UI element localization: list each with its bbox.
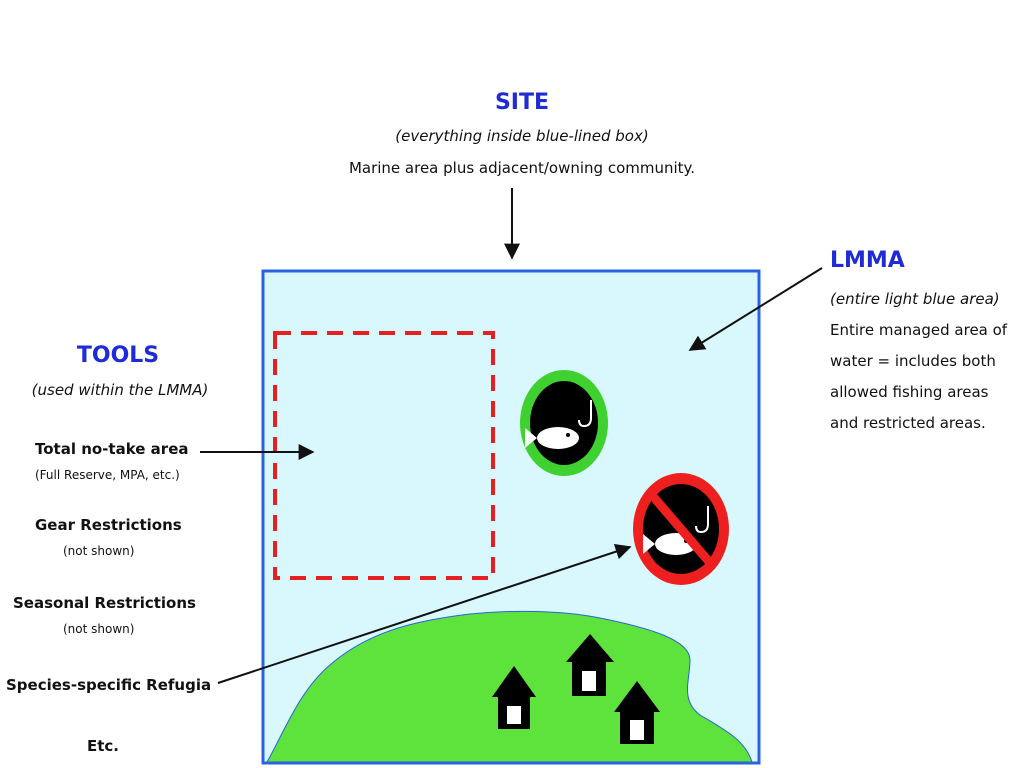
tool-species-refugia: Species-specific Refugia bbox=[6, 676, 212, 694]
tool-seasonal-note: (not shown) bbox=[63, 622, 135, 636]
tools-title: TOOLS bbox=[76, 343, 160, 368]
lmma-description-line: allowed fishing areas bbox=[830, 383, 989, 401]
tool-seasonal-restrictions: Seasonal Restrictions bbox=[13, 594, 196, 612]
house-icon bbox=[492, 666, 536, 729]
tool-no-take-area: Total no-take area bbox=[35, 440, 189, 458]
fish-hook-prohibited-icon bbox=[633, 473, 729, 585]
lmma-description: (entire light blue area) Entire managed … bbox=[830, 284, 1007, 439]
site-title: SITE bbox=[494, 90, 550, 115]
tool-gear-note: (not shown) bbox=[63, 544, 135, 558]
tools-subtitle: (used within the LMMA) bbox=[31, 381, 209, 399]
lmma-subtitle: (entire light blue area) bbox=[830, 290, 1000, 308]
house-icon bbox=[614, 681, 660, 744]
tool-no-take-note: (Full Reserve, MPA, etc.) bbox=[35, 468, 180, 482]
no-take-area-box bbox=[273, 331, 495, 580]
tool-etc: Etc. bbox=[87, 737, 120, 755]
tool-gear-restrictions: Gear Restrictions bbox=[35, 516, 182, 534]
lmma-description-line: and restricted areas. bbox=[830, 414, 986, 432]
lmma-arrow bbox=[688, 267, 823, 351]
fish-hook-allowed-icon bbox=[520, 370, 608, 476]
refugia-arrow bbox=[217, 543, 632, 684]
site-description: Marine area plus adjacent/owning communi… bbox=[348, 159, 696, 177]
lmma-description-line: water = includes both bbox=[830, 352, 996, 370]
lmma-title: LMMA bbox=[830, 248, 905, 273]
house-icon bbox=[566, 634, 614, 696]
site-subtitle: (everything inside blue-lined box) bbox=[395, 127, 649, 145]
lmma-description-line: Entire managed area of bbox=[830, 321, 1008, 339]
